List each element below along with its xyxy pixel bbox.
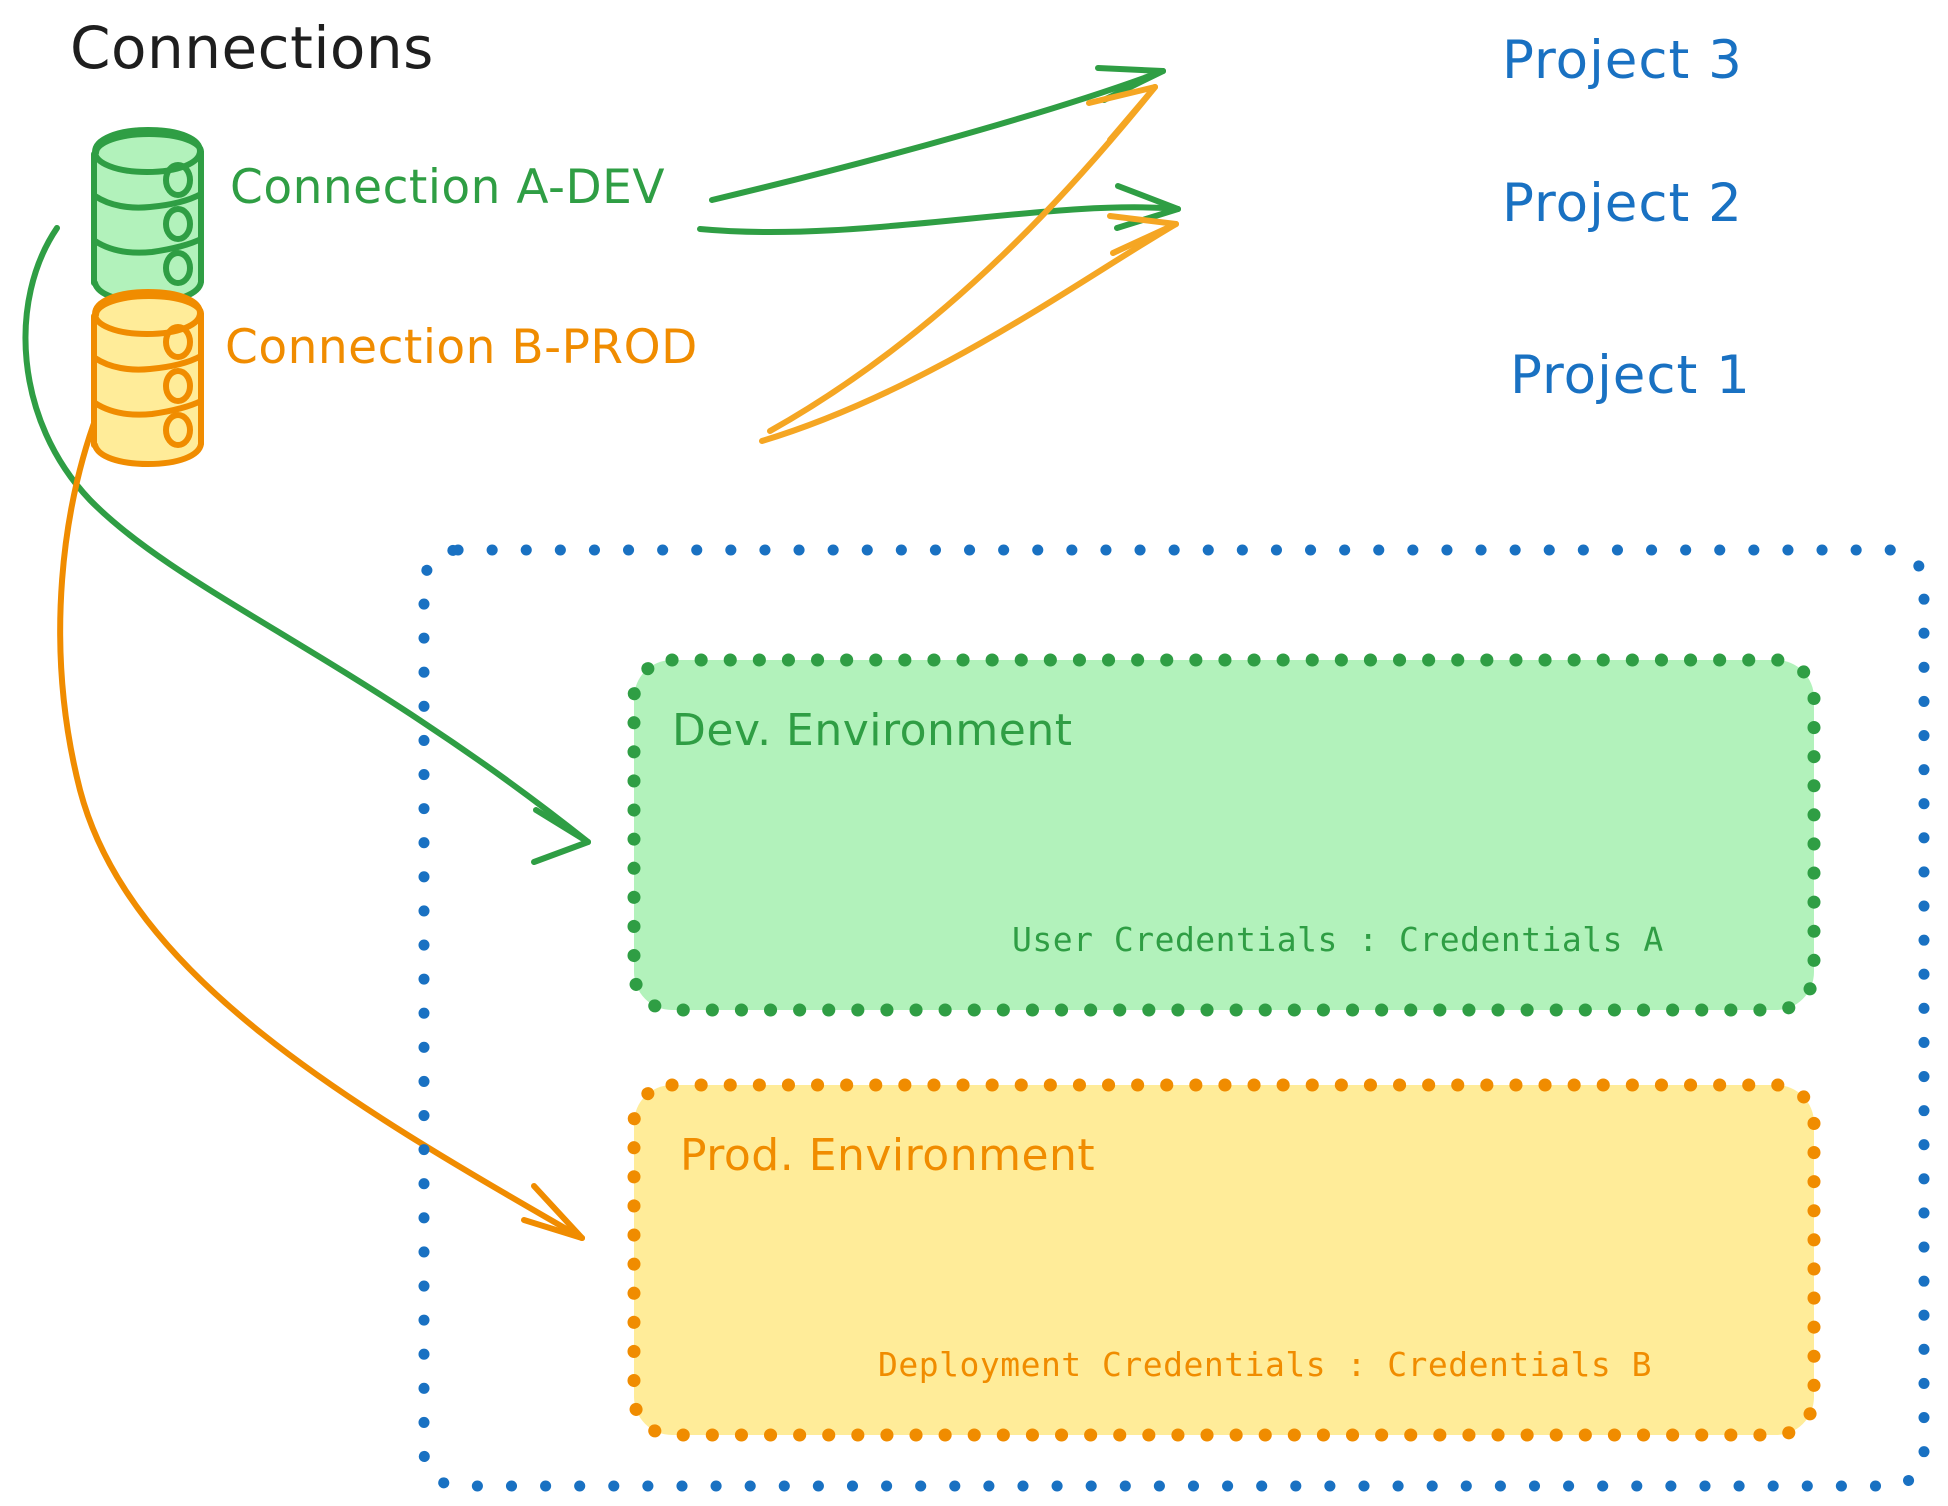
prod-environment-credentials: Deployment Credentials : Credentials B <box>878 1345 1652 1384</box>
project-label-project-3[interactable]: Project 3 <box>1502 30 1743 91</box>
dev-environment-box[interactable] <box>627 653 1821 1017</box>
connection-label-b-prod[interactable]: Connection B-PROD <box>225 320 698 375</box>
edge-b-prod-to-project-2 <box>759 213 1179 444</box>
edge-a-dev-to-dev-env <box>22 225 591 865</box>
dev-environment-title: Dev. Environment <box>672 705 1073 756</box>
prod-environment-title: Prod. Environment <box>680 1130 1096 1181</box>
database-icon[interactable] <box>91 289 204 467</box>
prod-environment-box[interactable] <box>627 1078 1821 1442</box>
project-1-container[interactable] <box>418 544 1930 1492</box>
page-title: Connections <box>70 14 434 82</box>
project-label-project-1[interactable]: Project 1 <box>1510 345 1751 406</box>
dev-environment-credentials: User Credentials : Credentials A <box>1012 920 1664 959</box>
project-label-project-2[interactable]: Project 2 <box>1502 173 1743 234</box>
edge-b-prod-to-prod-env <box>57 392 585 1241</box>
database-icon[interactable] <box>91 127 204 305</box>
edge-b-prod-to-project-3 <box>767 84 1158 434</box>
connection-label-a-dev[interactable]: Connection A-DEV <box>230 160 665 215</box>
